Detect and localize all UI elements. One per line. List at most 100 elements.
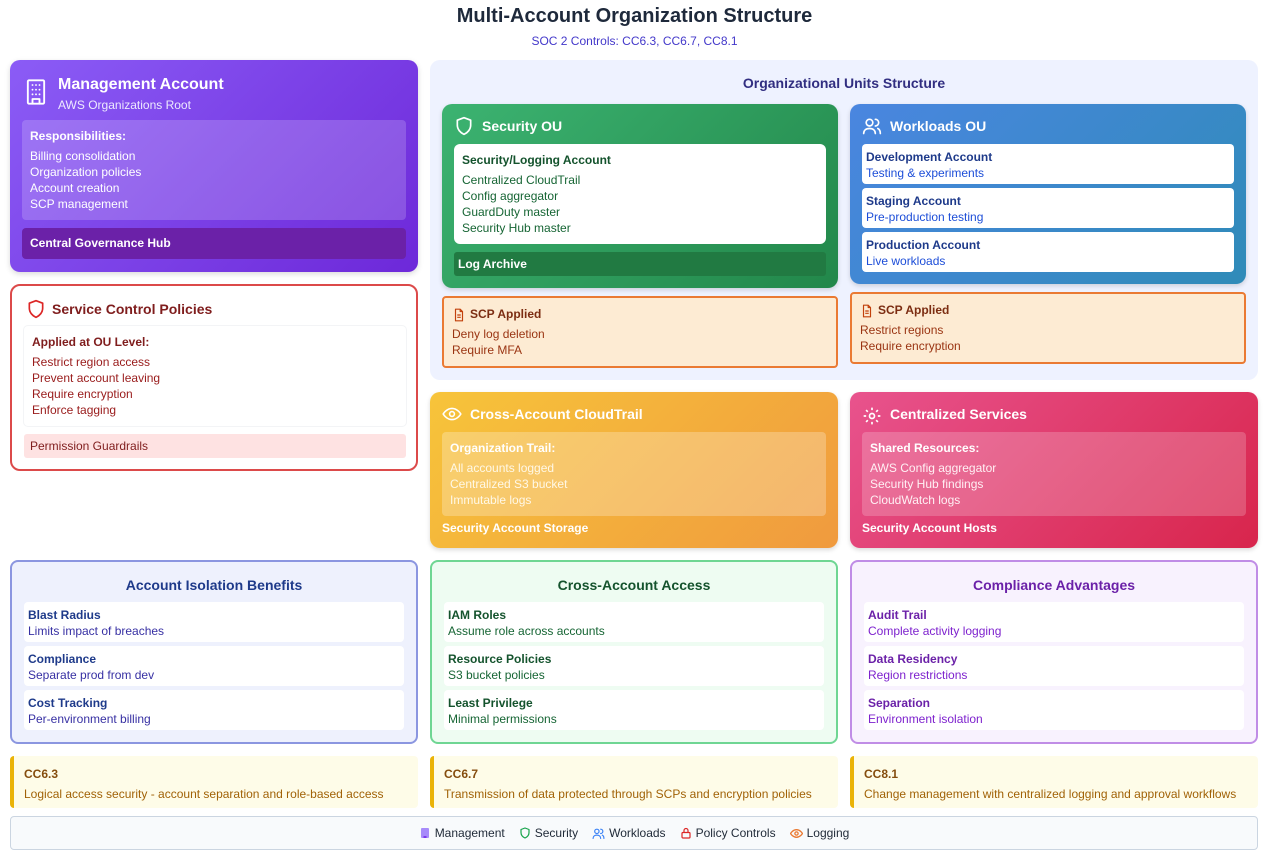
security-account-storage-label: Security Account Storage <box>442 521 589 535</box>
list-item: Deny log deletion <box>452 327 545 341</box>
management-account-card: Management Account AWS Organizations Roo… <box>10 60 418 272</box>
legend-label: Workloads <box>609 826 666 840</box>
document-icon <box>452 308 466 322</box>
scp-applied-label: SCP Applied <box>470 307 542 321</box>
account-desc: Testing & experiments <box>866 166 985 180</box>
security-account-hosts-label: Security Account Hosts <box>862 521 997 535</box>
legend-item-logging: Logging <box>789 826 850 840</box>
cloudtrail-title: Cross-Account CloudTrail <box>470 406 643 422</box>
log-archive-label: Log Archive <box>454 252 826 276</box>
ou-structure-title: Organizational Units Structure <box>742 75 946 91</box>
account-desc: Pre-production testing <box>866 210 984 224</box>
list-item: Require encryption <box>860 339 961 353</box>
security-scp-applied-box: SCP Applied Deny log deletion Require MF… <box>442 296 838 368</box>
responsibilities-box: Responsibilities: Billing consolidation … <box>22 120 406 220</box>
control-id: CC8.1 <box>864 767 899 781</box>
legend-item-workloads: Workloads <box>592 826 666 840</box>
legend: Management Security Workloads Policy Con… <box>10 816 1258 850</box>
item-desc: Per-environment billing <box>28 712 151 726</box>
security-account-box: Security/Logging Account Centralized Clo… <box>454 144 826 244</box>
list-item: Require encryption <box>32 387 133 401</box>
list-item: GuardDuty master <box>462 205 561 219</box>
panel-title: Compliance Advantages <box>972 577 1136 593</box>
item-desc: Complete activity logging <box>868 624 1002 638</box>
eye-icon <box>442 406 462 422</box>
management-subtitle: AWS Organizations Root <box>58 98 191 112</box>
legend-item-security: Security <box>519 826 578 840</box>
control-card-cc6-3: CC6.3 Logical access security - account … <box>10 756 418 808</box>
item-name: Audit Trail <box>868 608 927 622</box>
item-desc: Region restrictions <box>868 668 968 682</box>
list-item: Centralized S3 bucket <box>450 477 568 491</box>
shared-resources-box: Shared Resources: AWS Config aggregator … <box>862 432 1246 516</box>
governance-hub-label: Central Governance Hub <box>22 228 406 259</box>
legend-label: Management <box>434 826 505 840</box>
list-item: Require MFA <box>452 343 523 357</box>
list-item: Restrict regions <box>860 323 944 337</box>
item-desc: S3 bucket policies <box>448 668 545 682</box>
users-icon <box>592 827 605 840</box>
shield-icon <box>519 827 531 839</box>
shared-resources-label: Shared Resources: <box>870 441 980 455</box>
account-name: Development Account <box>866 150 993 164</box>
legend-label: Policy Controls <box>695 826 776 840</box>
control-id: CC6.3 <box>24 767 59 781</box>
item-name: Separation <box>868 696 931 710</box>
item-desc: Assume role across accounts <box>448 624 605 638</box>
users-icon <box>862 116 882 136</box>
item-desc: Environment isolation <box>868 712 983 726</box>
page-subtitle: SOC 2 Controls: CC6.3, CC6.7, CC8.1 <box>531 34 738 48</box>
eye-icon <box>789 828 803 839</box>
development-account-box: Development Account Testing & experiment… <box>862 144 1234 184</box>
control-desc: Transmission of data protected through S… <box>444 787 812 801</box>
legend-label: Logging <box>806 826 850 840</box>
list-item: Organization policies <box>30 165 142 179</box>
list-item: Security Hub master <box>462 221 571 235</box>
item-name: Blast Radius <box>28 608 101 622</box>
account-name: Staging Account <box>866 194 961 208</box>
list-item: Prevent account leaving <box>32 371 161 385</box>
page-title: Multi-Account Organization Structure <box>456 5 813 27</box>
list-item: All accounts logged <box>450 461 555 475</box>
shield-icon <box>26 299 46 319</box>
workloads-ou-title: Workloads OU <box>890 118 987 134</box>
permission-guardrails-label: Permission Guardrails <box>24 434 406 458</box>
list-item: Billing consolidation <box>30 149 136 163</box>
cross-account-cloudtrail-card: Cross-Account CloudTrail Organization Tr… <box>430 392 838 548</box>
control-card-cc6-7: CC6.7 Transmission of data protected thr… <box>430 756 838 808</box>
gear-icon <box>862 406 882 426</box>
security-account-label: Security/Logging Account <box>462 153 611 167</box>
legend-item-policy-controls: Policy Controls <box>680 826 776 840</box>
panel-title: Cross-Account Access <box>557 577 711 593</box>
item-name: Resource Policies <box>448 652 552 666</box>
management-title: Management Account <box>58 76 224 93</box>
security-ou-title: Security OU <box>482 118 563 134</box>
building-icon <box>419 827 431 839</box>
scp-box: Applied at OU Level: Restrict region acc… <box>24 326 406 426</box>
item-name: Cost Tracking <box>28 696 108 710</box>
list-item: Centralized CloudTrail <box>462 173 581 187</box>
list-item: Resource Policies S3 bucket policies <box>444 646 824 686</box>
production-account-box: Production Account Live workloads <box>862 232 1234 272</box>
list-item: CloudWatch logs <box>870 493 961 507</box>
security-ou-card: Security OU Security/Logging Account Cen… <box>442 104 838 288</box>
document-icon <box>860 304 874 318</box>
panel-title: Account Isolation Benefits <box>125 577 303 593</box>
list-item: Security Hub findings <box>870 477 984 491</box>
item-desc: Minimal permissions <box>448 712 557 726</box>
shield-icon <box>454 116 474 136</box>
scp-title: Service Control Policies <box>52 301 213 317</box>
workloads-scp-applied-box: SCP Applied Restrict regions Require enc… <box>850 292 1246 364</box>
item-name: Compliance <box>28 652 97 666</box>
scp-label: Applied at OU Level: <box>32 335 150 349</box>
control-desc: Logical access security - account separa… <box>24 787 384 801</box>
item-name: IAM Roles <box>448 608 507 622</box>
